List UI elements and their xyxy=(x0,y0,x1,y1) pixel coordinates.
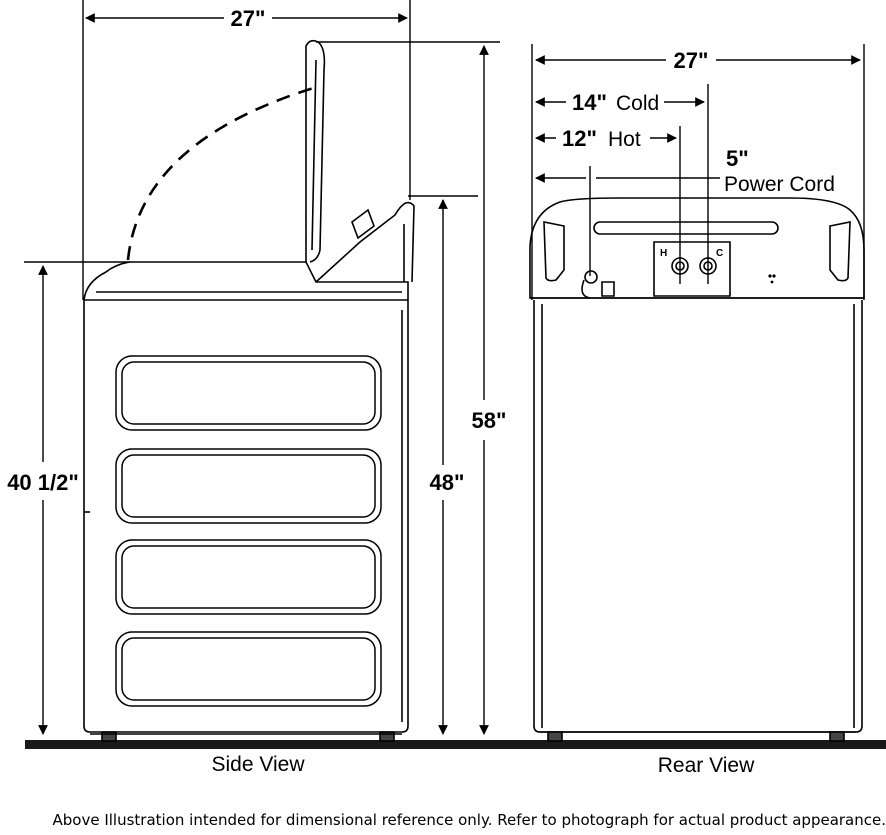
rear-width-dimension: 27" xyxy=(674,48,709,73)
side-view-washer xyxy=(83,39,415,742)
outlet-dot-icon xyxy=(770,280,774,284)
height-cabinet-dimension: 40 1/2" xyxy=(7,470,79,495)
cold-dimension: 14" xyxy=(572,90,607,115)
rear-view-washer xyxy=(529,197,865,742)
cord-label: Power Cord xyxy=(724,173,835,196)
hot-marker: H xyxy=(660,248,667,259)
cold-label: Cold xyxy=(616,92,659,115)
cold-marker: C xyxy=(716,248,723,259)
rear-dimension-lines xyxy=(531,44,865,300)
side-dimension-lines xyxy=(24,0,500,735)
footer-note: Above Illustration intended for dimensio… xyxy=(52,811,886,829)
hot-label: Hot xyxy=(608,128,641,151)
side-view-caption: Side View xyxy=(211,753,305,776)
height-open-lid-dimension: 58" xyxy=(472,408,507,433)
hot-dimension: 12" xyxy=(562,126,597,151)
cord-dimension: 5" xyxy=(726,146,749,171)
outlet-dot-icon xyxy=(772,274,776,278)
floor-line xyxy=(25,740,886,749)
side-panel-embossing xyxy=(115,355,382,707)
side-width-dimension: 27" xyxy=(231,6,266,31)
outlet-dot-icon xyxy=(768,274,772,278)
rear-view-caption: Rear View xyxy=(658,754,755,777)
height-console-dimension: 48" xyxy=(430,470,465,495)
